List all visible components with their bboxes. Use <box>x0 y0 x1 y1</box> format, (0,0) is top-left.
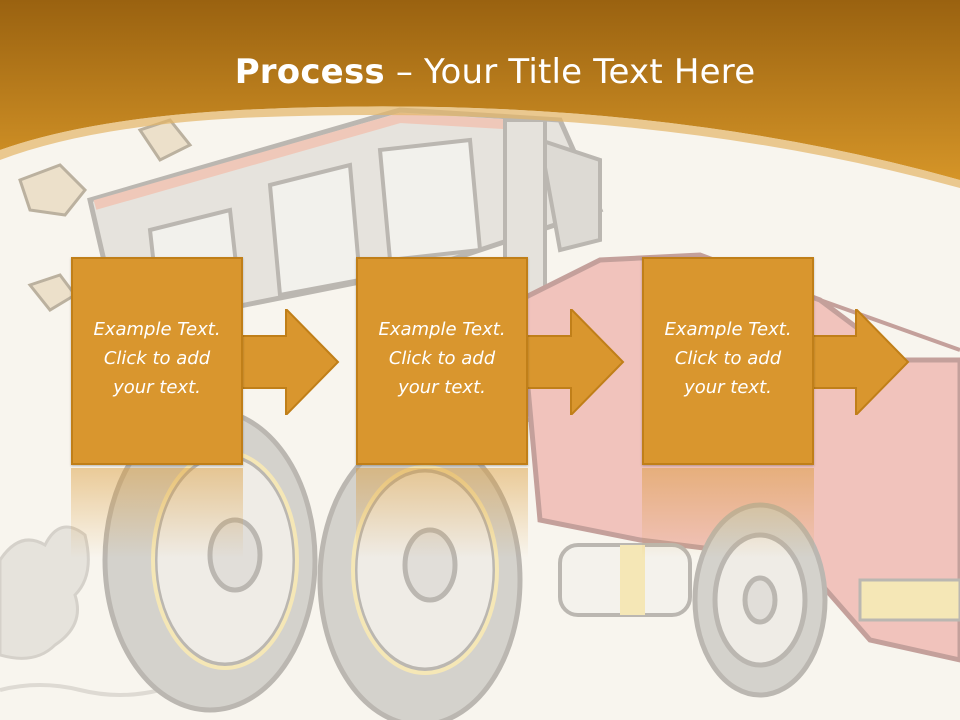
step-3-arrow <box>810 309 910 415</box>
step-1-reflection <box>71 468 243 558</box>
title-strong: Process <box>234 52 385 92</box>
step-2-text: Example Text. Click to add your text. <box>378 319 506 398</box>
step-1-box[interactable]: Example Text. Click to add your text. <box>71 257 243 465</box>
step-3-box[interactable]: Example Text. Click to add your text. <box>642 257 814 465</box>
step-2-box[interactable]: Example Text. Click to add your text. <box>356 257 528 465</box>
header-banner <box>0 0 960 188</box>
step-1-arrow <box>240 309 340 415</box>
page-title[interactable]: Process – Your Title Text Here <box>0 52 960 92</box>
step-3-reflection <box>642 468 814 558</box>
step-2-reflection <box>356 468 528 558</box>
title-rest: – Your Title Text Here <box>384 52 756 92</box>
step-2-arrow <box>525 309 625 415</box>
step-1-text: Example Text. Click to add your text. <box>93 319 221 398</box>
step-3-text: Example Text. Click to add your text. <box>664 319 792 398</box>
